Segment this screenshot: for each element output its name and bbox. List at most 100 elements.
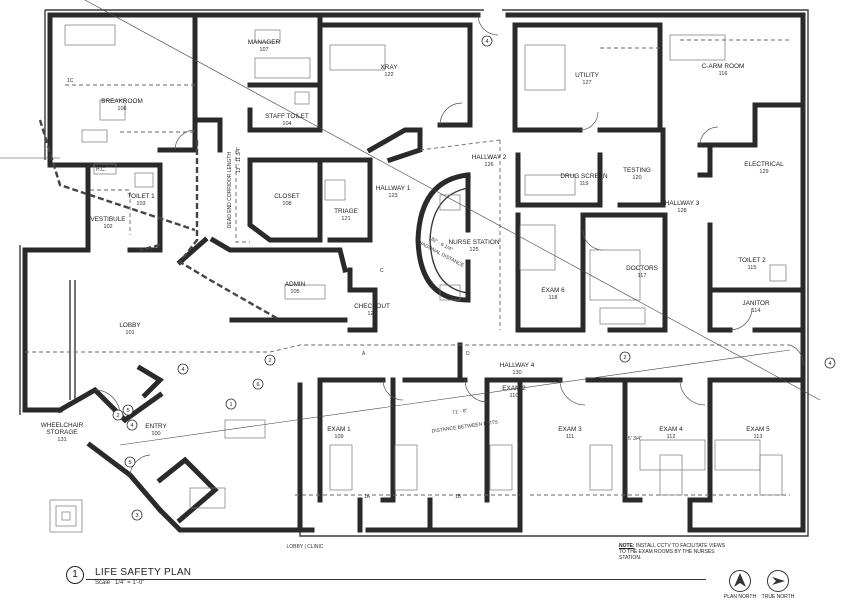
room-number: 117 <box>638 273 647 279</box>
true-north-label: TRUE NORTH <box>761 594 795 600</box>
room-number: 128 <box>677 208 686 214</box>
room-name: DRUG SCREEN <box>560 173 608 180</box>
interior-walls <box>85 12 806 333</box>
annotations: DEAD END CORRIDOR LENGTH 13' - 11 3/4" 1… <box>67 78 642 550</box>
room-name: ENTRY <box>145 423 167 430</box>
plan-north-arrow: PLAN NORTH <box>724 570 756 600</box>
small-dim: 5' 3/4" <box>628 436 642 442</box>
room-number: 112 <box>667 434 676 440</box>
room-name: UTILITY <box>575 72 600 79</box>
scale-value: 1/4" = 1'-0" <box>115 580 145 586</box>
room-number: 131 <box>57 437 66 443</box>
title-rule <box>86 579 706 580</box>
room-number: 105 <box>290 289 299 295</box>
drawing-title: LIFE SAFETY PLAN <box>95 567 192 578</box>
grid-mark-c: C <box>380 268 384 274</box>
plan-north-label: PLAN NORTH <box>723 594 757 600</box>
room-name: EXAM 4 <box>659 426 683 433</box>
room-name: EXAM 3 <box>558 426 582 433</box>
grid-mark-1b: 1B <box>455 494 462 500</box>
dead-end-label: DEAD END CORRIDOR LENGTH <box>227 152 233 229</box>
exam-wing-walls <box>297 342 806 533</box>
svg-text:2: 2 <box>268 358 271 364</box>
svg-text:5: 5 <box>126 408 129 414</box>
room-name: TESTING <box>623 167 651 174</box>
callout-4b: 4 <box>177 363 189 375</box>
room-number: 103 <box>136 201 145 207</box>
callouts: 1 2 2 2 3 4 4 4 4 5 5 6 <box>112 35 836 521</box>
svg-text:4: 4 <box>485 39 488 45</box>
drawing-number: 1 <box>66 566 84 584</box>
callout-6: 6 <box>252 378 264 390</box>
room-number: 116 <box>719 71 728 77</box>
room-number: 113 <box>754 434 763 440</box>
room-name: C-ARM ROOM <box>702 63 745 70</box>
room-name: HALLWAY 1 <box>376 185 411 192</box>
door-swings <box>94 14 804 476</box>
callout-4c: 4 <box>824 357 836 369</box>
room-number: 119 <box>580 181 589 187</box>
room-name: EXAM 1 <box>327 426 351 433</box>
room-number: 122 <box>384 72 393 78</box>
hc-label: H.C. <box>96 167 106 173</box>
svg-text:3: 3 <box>135 513 138 519</box>
note-text: INSTALL CCTV TO FACILITATE VIEWS TO THE … <box>619 543 726 561</box>
room-number: 124 <box>367 311 376 317</box>
room-name: HALLWAY 4 <box>500 362 535 369</box>
room-number: 127 <box>582 80 591 86</box>
svg-text:5: 5 <box>128 460 131 466</box>
exit-paths <box>38 119 281 322</box>
room-number: 101 <box>125 330 134 336</box>
room-name: ADMIN <box>285 281 306 288</box>
room-name: EXAM 2 <box>502 385 526 392</box>
cctv-note: NOTE: INSTALL CCTV TO FACILITATE VIEWS T… <box>619 543 729 561</box>
svg-text:4: 4 <box>181 367 184 373</box>
room-name: XRAY <box>381 64 399 71</box>
grid-mark-d: D <box>466 351 470 357</box>
room-name: STAFF TOILET <box>265 113 309 120</box>
room-name: BREAKROOM <box>101 98 143 105</box>
furniture <box>49 24 787 533</box>
room-name: EXAM 6 <box>541 287 565 294</box>
room-name: JANITOR <box>742 300 770 307</box>
room-name: HALLWAY 2 <box>472 154 507 161</box>
room-name: CHECKOUT <box>354 303 390 310</box>
plan-north-icon <box>729 570 751 592</box>
room-name: ELECTRICAL <box>744 161 784 168</box>
callout-5b: 5 <box>124 456 136 468</box>
room-number: 121 <box>341 216 350 222</box>
room-number: 100 <box>151 431 160 437</box>
room-number: 118 <box>549 295 558 301</box>
svg-text:2: 2 <box>116 413 119 419</box>
callout-1: 1 <box>225 398 237 410</box>
scale-label: Scale <box>95 580 111 586</box>
room-number: 123 <box>388 193 397 199</box>
callout-3: 3 <box>131 509 143 521</box>
true-north-arrow: TRUE NORTH <box>762 570 794 600</box>
room-number: 110 <box>510 393 519 399</box>
measurement-lines <box>0 0 821 446</box>
exterior-walls <box>19 9 809 537</box>
room-number: 125 <box>469 247 478 253</box>
svg-text:4: 4 <box>828 361 831 367</box>
